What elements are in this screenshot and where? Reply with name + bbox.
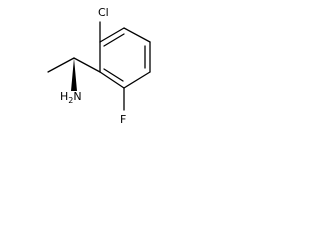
ring-bond-upper-right (123, 27, 151, 43)
ring-bond-bottom (99, 71, 125, 89)
amine-h: H (60, 90, 68, 103)
amine-subscript: 2 (68, 96, 73, 105)
bond-ring-to-chiral-carbon (73, 57, 101, 73)
bond-chiral-carbon-to-methyl (47, 57, 75, 73)
ring-bond-lower-right (123, 71, 151, 89)
fluorine-label: F (120, 113, 126, 126)
molecule-drawing: Cl F H2N (47, 6, 151, 126)
ring-inner-double-bottom (103, 68, 124, 82)
amine-label: H2N (60, 90, 82, 105)
ring-bond-top (99, 27, 125, 43)
wedge-bond-to-amine (71, 58, 77, 91)
ring-inner-double-top (103, 33, 125, 47)
chlorine-label: Cl (98, 6, 109, 19)
amine-n: N (73, 90, 81, 103)
structure-canvas: Cl F H2N (0, 0, 170, 155)
benzene-ring (99, 27, 151, 89)
